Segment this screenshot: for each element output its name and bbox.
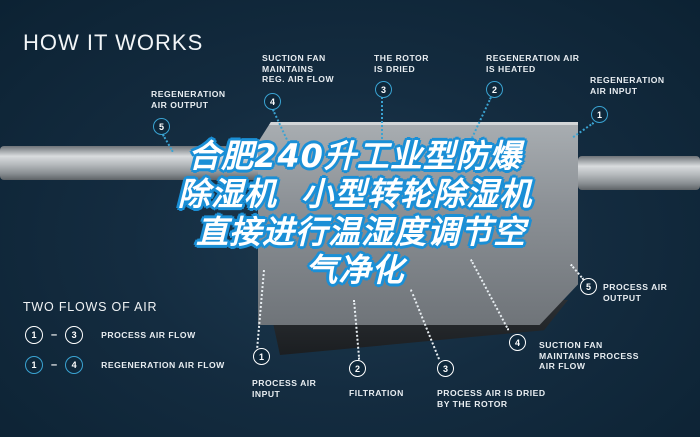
callout-marker-bottom-3: 3 <box>437 360 454 377</box>
callout-label-filtration: FILTRATION <box>349 388 404 398</box>
headline-line-1: 合肥240升工业型防爆 <box>188 137 522 175</box>
callout-label-regeneration-heated: REGENERATION AIR IS HEATED <box>486 53 580 74</box>
callout-label-process-air-output: PROCESS AIR OUTPUT <box>603 282 668 303</box>
legend-marker-from: 1 <box>25 326 43 344</box>
legend-label: REGENERATION AIR FLOW <box>101 360 225 370</box>
headline-line-2: 除湿机 小型转轮除湿机 <box>177 175 533 213</box>
regeneration-output-duct <box>0 146 270 180</box>
callout-label-suction-fan-process: SUCTION FAN MAINTAINS PROCESS AIR FLOW <box>539 340 640 371</box>
legend-marker-to: 3 <box>65 326 84 344</box>
headline-line-4: 气净化 <box>305 251 405 289</box>
legend-marker-from: 1 <box>25 356 43 374</box>
callout-marker-top-1: 1 <box>591 106 608 123</box>
callout-label-rotor-dried: THE ROTOR IS DRIED <box>374 53 429 74</box>
legend-label: PROCESS AIR FLOW <box>101 330 196 340</box>
callout-label-regeneration-air-output: REGENERATION AIR OUTPUT <box>151 89 226 110</box>
callout-label-regeneration-input: REGENERATION AIR INPUT <box>590 75 665 96</box>
legend-row-regeneration-air-flow: 1 – 4 REGENERATION AIR FLOW <box>25 356 225 374</box>
callout-marker-top-5: 5 <box>153 118 170 135</box>
legend-dash: – <box>51 329 58 341</box>
regeneration-input-duct <box>578 156 700 190</box>
overlay-headline: 合肥240升工业型防爆 除湿机 小型转轮除湿机 直接进行温湿度调节空 气净化 <box>110 137 600 289</box>
headline-line-3: 直接进行温湿度调节空 <box>183 213 527 251</box>
callout-marker-top-2: 2 <box>486 81 503 98</box>
legend-dash: – <box>51 359 58 371</box>
callout-marker-top-4: 4 <box>264 93 281 110</box>
callout-label-suction-fan-reg: SUCTION FAN MAINTAINS REG. AIR FLOW <box>262 53 335 84</box>
leader-line-top-3 <box>381 97 383 147</box>
callout-marker-bottom-5: 5 <box>580 278 597 295</box>
legend-title: TWO FLOWS OF AIR <box>23 300 158 314</box>
callout-label-process-air-input: PROCESS AIR INPUT <box>252 378 317 399</box>
legend-marker-to: 4 <box>65 356 84 374</box>
page-title: HOW IT WORKS <box>23 30 204 55</box>
legend-row-process-air-flow: 1 – 3 PROCESS AIR FLOW <box>25 326 196 344</box>
callout-marker-bottom-4: 4 <box>509 334 526 351</box>
desiccant-dehumidifier-unit <box>258 122 578 325</box>
callout-label-process-air-dried: PROCESS AIR IS DRIED BY THE ROTOR <box>437 388 546 409</box>
callout-marker-bottom-2: 2 <box>349 360 366 377</box>
callout-marker-top-3: 3 <box>375 81 392 98</box>
callout-marker-bottom-1: 1 <box>253 348 270 365</box>
